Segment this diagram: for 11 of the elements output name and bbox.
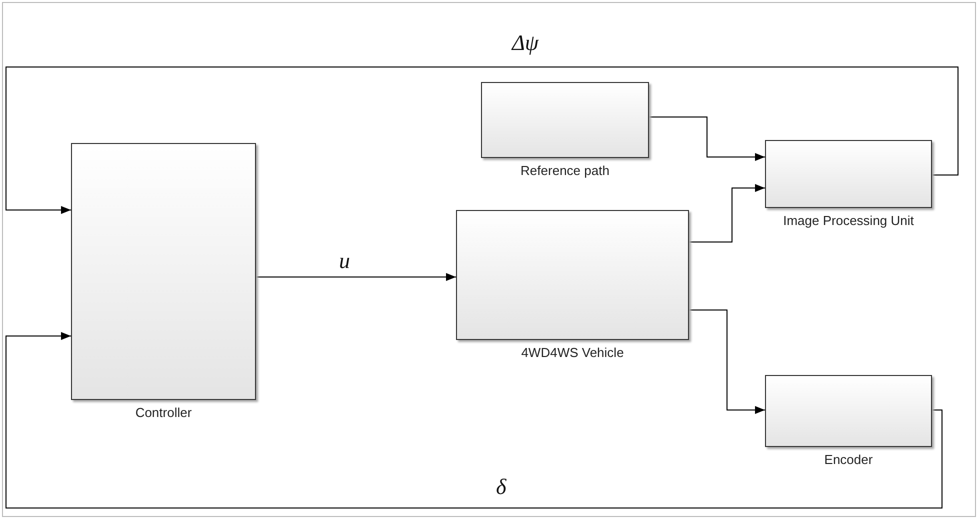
arrow bbox=[6, 332, 942, 508]
block-label: 4WD4WS Vehicle bbox=[521, 345, 624, 360]
block-label: Reference path bbox=[520, 163, 610, 178]
block-label: Encoder bbox=[824, 452, 873, 467]
block-label: Controller bbox=[135, 405, 192, 420]
block-label: Image Processing Unit bbox=[783, 213, 914, 228]
arrow bbox=[648, 116, 766, 161]
arrow bbox=[688, 184, 766, 242]
arrow bbox=[256, 273, 456, 281]
arrow bbox=[688, 310, 766, 414]
arrow bbox=[6, 66, 958, 214]
